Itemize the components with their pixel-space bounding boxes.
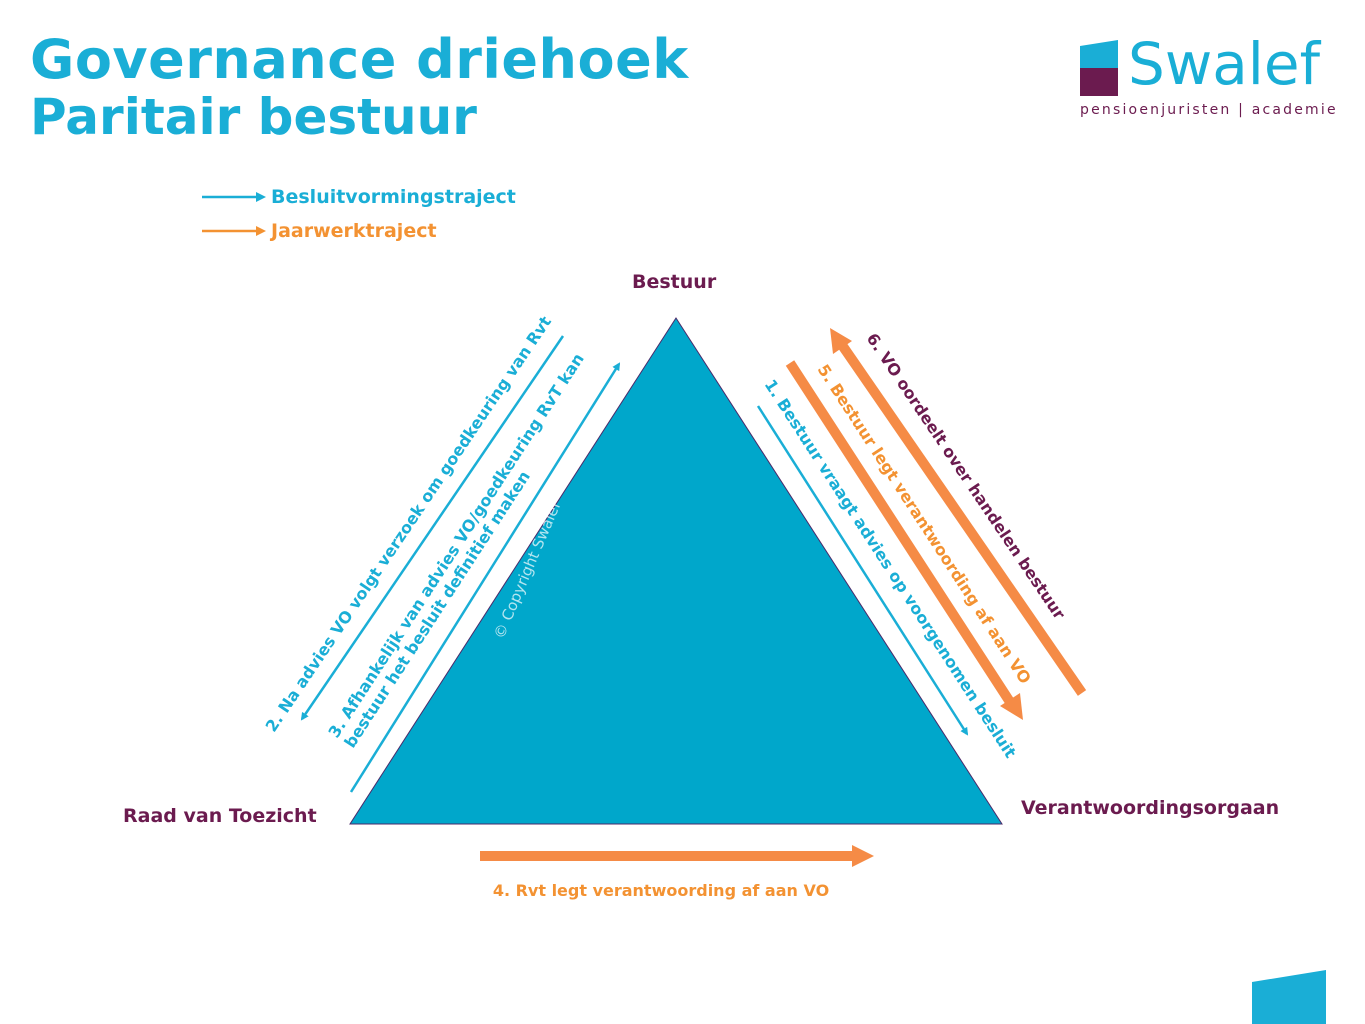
logo-mark-icon xyxy=(1080,40,1118,96)
swalef-logo: Swalef pensioenjuristen | academie xyxy=(1078,30,1348,128)
legend-label-jaarwerk: Jaarwerktraject xyxy=(271,220,437,242)
step-4-text: 4. Rvt legt verantwoording af aan VO xyxy=(493,881,829,900)
arrow-step-5 xyxy=(785,360,1015,705)
node-label-verantwoordingsorgaan: Verantwoordingsorgaan xyxy=(1021,797,1280,819)
governance-triangle xyxy=(349,317,1003,825)
arrow-step-4-head xyxy=(852,845,874,867)
node-label-raad-van-toezicht: Raad van Toezicht xyxy=(123,805,317,827)
legend-label-besluitvorming: Besluitvormingstraject xyxy=(271,186,516,208)
blue-arrow-icon xyxy=(202,192,266,202)
page-title: Governance driehoek xyxy=(30,28,689,91)
logo-name: Swalef xyxy=(1128,30,1321,98)
arrow-step-2 xyxy=(300,335,565,721)
node-label-bestuur: Bestuur xyxy=(632,271,717,293)
arrow-step-3 xyxy=(349,362,621,793)
arrow-step-6-head xyxy=(830,328,852,354)
logo-tagline: pensioenjuristen | academie xyxy=(1080,102,1338,118)
page-subtitle: Paritair bestuur xyxy=(30,88,477,146)
orange-arrow-icon xyxy=(202,226,266,236)
arrow-step-6 xyxy=(837,342,1087,696)
arrow-step-1 xyxy=(756,405,969,736)
corner-brand-shape-icon xyxy=(1252,970,1326,1024)
arrow-step-5-head xyxy=(1000,693,1023,720)
